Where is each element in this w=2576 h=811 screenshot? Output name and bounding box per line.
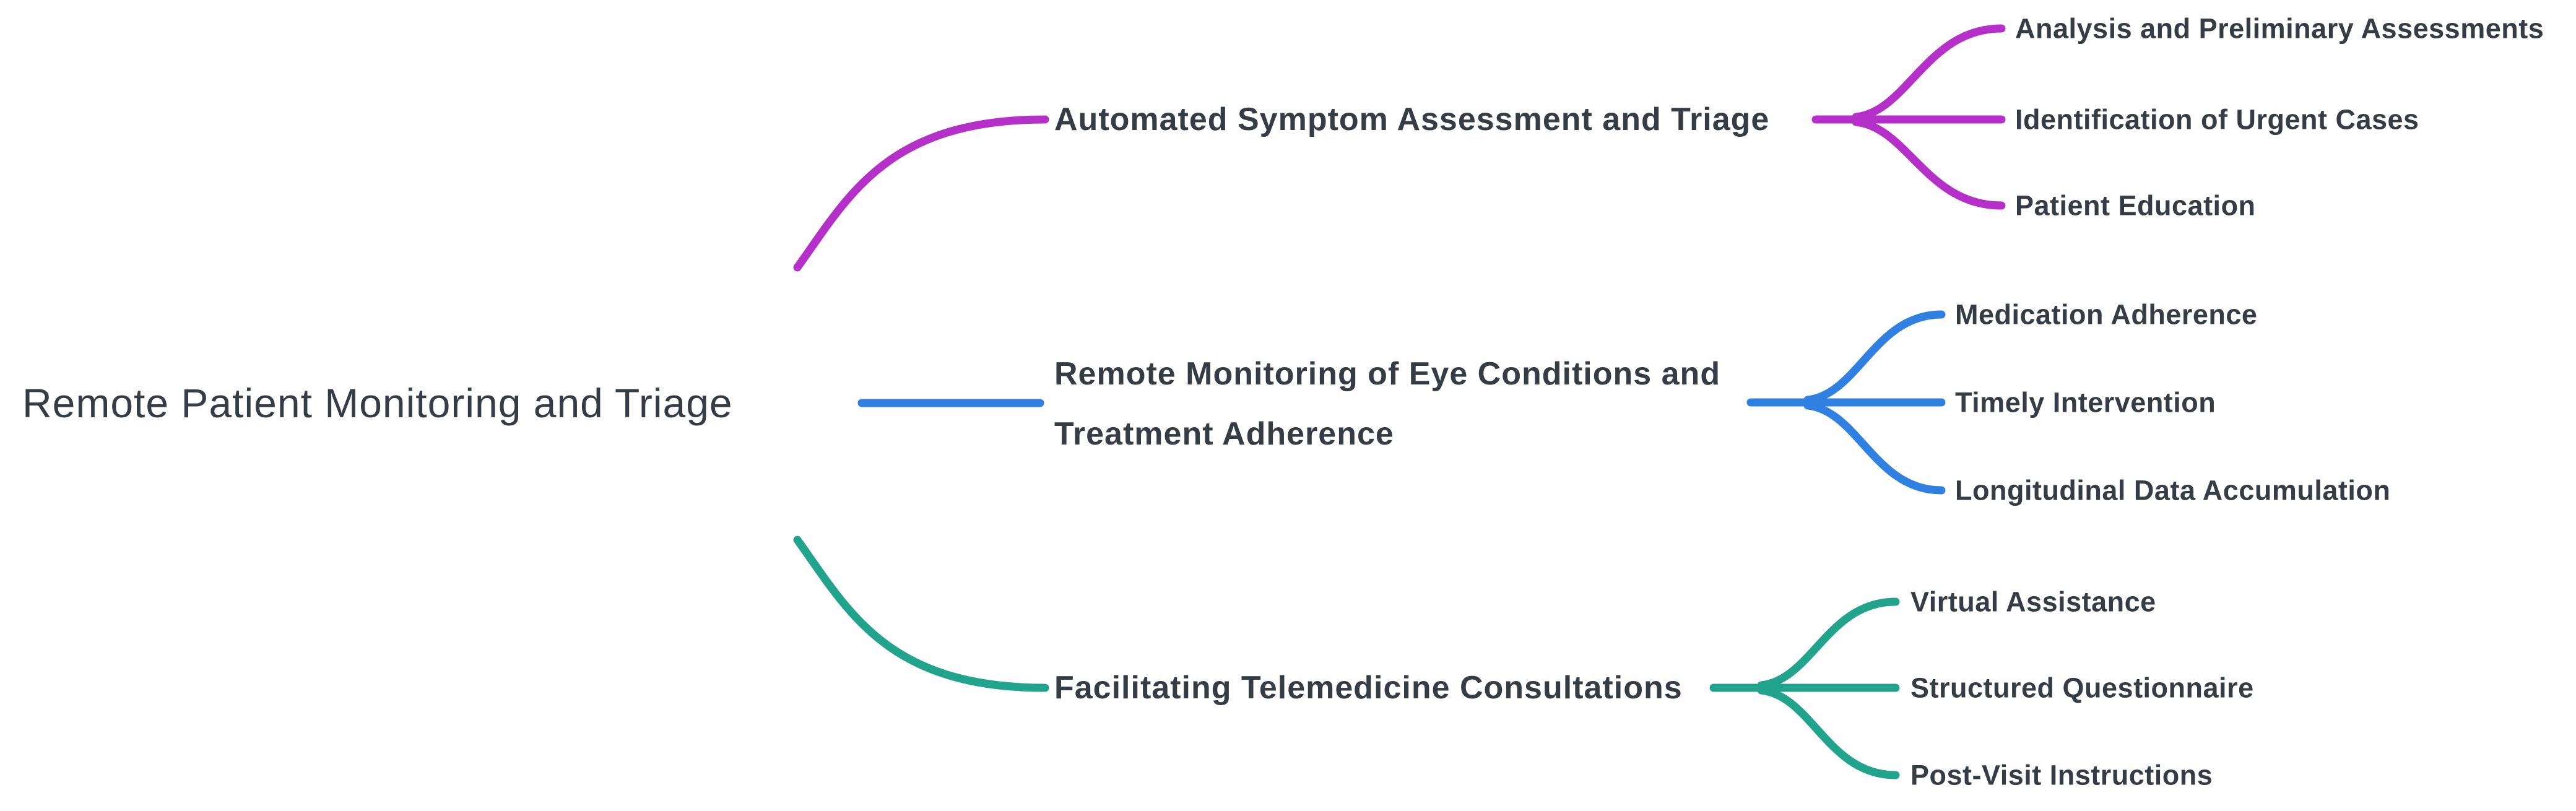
leaf-node-label[interactable]: Post-Visit Instructions <box>1910 760 2213 791</box>
leaf-node-label[interactable]: Medication Adherence <box>1955 299 2257 331</box>
leaf-node-label[interactable]: Identification of Urgent Cases <box>2015 104 2419 136</box>
root-to-branch1-curve <box>793 115 1049 272</box>
branch2-node-label-line2[interactable]: Treatment Adherence <box>1054 416 1394 452</box>
branch1-to-leaf1-curve <box>1852 24 2006 121</box>
root-to-branch3-curve <box>793 536 1049 692</box>
leaf-node-label[interactable]: Longitudinal Data Accumulation <box>1955 475 2390 506</box>
branch3-to-leaf1-curve <box>1757 597 1900 690</box>
leaf-node-label[interactable]: Analysis and Preliminary Assessments <box>2015 13 2544 45</box>
branch2-node-label-line1[interactable]: Remote Monitoring of Eye Conditions and <box>1054 356 1720 392</box>
branch2-connector-group <box>857 310 1946 495</box>
leaf-node-label[interactable]: Timely Intervention <box>1955 387 2216 419</box>
branch2-to-leaf3-curve <box>1803 401 1946 495</box>
branch3-to-leaf3-curve <box>1757 686 1900 779</box>
branch2-to-leaf1-curve <box>1803 310 1946 404</box>
branch1-connector-group <box>793 24 2006 272</box>
branch1-to-leaf3-curve <box>1852 118 2006 210</box>
branch3-connector-group <box>793 536 1900 779</box>
leaf-node-label[interactable]: Patient Education <box>2015 190 2256 222</box>
leaf-node-label[interactable]: Virtual Assistance <box>1910 586 2156 618</box>
leaf-node-label[interactable]: Structured Questionnaire <box>1910 672 2254 704</box>
branch1-node-label[interactable]: Automated Symptom Assessment and Triage <box>1054 102 1769 137</box>
root-node-label[interactable]: Remote Patient Monitoring and Triage <box>22 380 733 426</box>
branch3-node-label[interactable]: Facilitating Telemedicine Consultations <box>1054 670 1683 706</box>
